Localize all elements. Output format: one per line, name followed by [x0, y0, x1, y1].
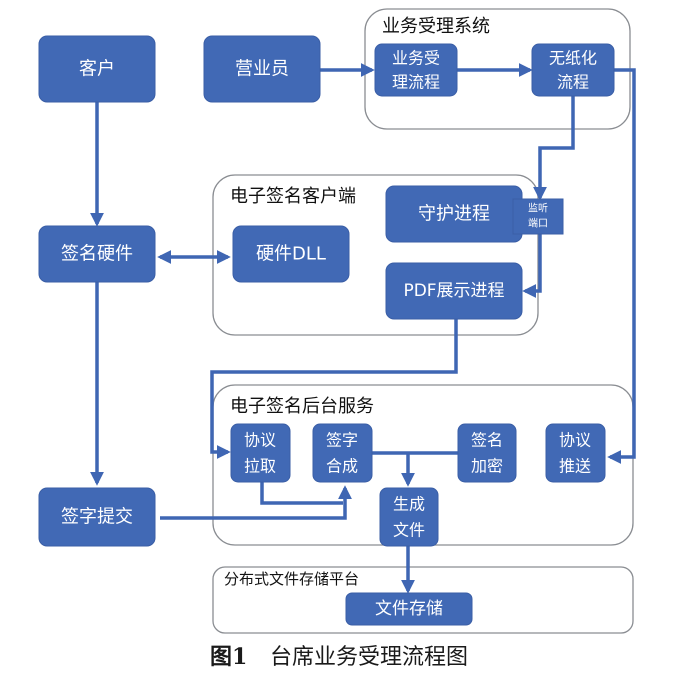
- edge-pdf-process-to-protocol-pull: [210, 318, 458, 459]
- node-label-line1: 监听: [528, 202, 548, 215]
- caption-label: 图1: [210, 644, 247, 670]
- node-label-line2: 端口: [528, 217, 548, 230]
- node-generate-file[interactable]: 生成 文件: [379, 487, 439, 547]
- node-pdf-process[interactable]: PDF展示进程: [385, 262, 523, 320]
- node-sign-encrypt[interactable]: 签名 加密: [457, 423, 517, 483]
- node-sign-compose[interactable]: 签字 合成: [312, 423, 373, 483]
- node-label-line2: 拉取: [244, 457, 276, 476]
- edges: [90, 63, 636, 594]
- node-label-line1: 协议: [244, 431, 276, 450]
- node-label: PDF展示进程: [403, 281, 504, 301]
- node-customer[interactable]: 客户: [38, 35, 156, 103]
- node-listen-port[interactable]: 监听 端口: [512, 198, 564, 235]
- node-sign-hardware[interactable]: 签名硬件: [38, 225, 156, 283]
- node-label: 硬件DLL: [256, 244, 326, 265]
- group-title-storage-platform: 分布式文件存储平台: [224, 570, 359, 588]
- node-label-line1: 协议: [559, 431, 591, 450]
- node-label-line2: 流程: [557, 73, 589, 92]
- node-label: 营业员: [235, 59, 289, 80]
- node-label-line2: 文件: [393, 521, 425, 540]
- caption-title: 台席业务受理流程图: [270, 645, 468, 670]
- node-label-line1: 无纸化: [549, 49, 597, 68]
- node-label: 客户: [79, 59, 115, 80]
- group-title-business-system: 业务受理系统: [382, 16, 490, 37]
- node-label-line1: 签字: [326, 431, 358, 450]
- node-label-line2: 合成: [326, 457, 358, 476]
- node-label-line2: 加密: [471, 457, 503, 476]
- node-protocol-pull[interactable]: 协议 拉取: [230, 423, 291, 483]
- node-protocol-push[interactable]: 协议 推送: [545, 423, 606, 483]
- edge-protocol-pull-to-sign-compose: [260, 481, 343, 505]
- node-daemon-process[interactable]: 守护进程: [385, 185, 523, 243]
- node-business-flow[interactable]: 业务受 理流程: [374, 43, 458, 97]
- node-clerk[interactable]: 营业员: [203, 35, 321, 103]
- node-file-storage[interactable]: 文件存储: [345, 592, 473, 626]
- node-label-line1: 业务受: [392, 49, 440, 68]
- edge-paperless-flow-to-protocol-push: [607, 68, 636, 464]
- node-label-line1: 生成: [393, 495, 425, 514]
- node-label-line2: 推送: [559, 457, 591, 476]
- node-label: 文件存储: [375, 599, 443, 619]
- node-label: 守护进程: [418, 204, 490, 225]
- edge-paperless-flow-to-listen-port: [533, 95, 575, 201]
- group-title-esign-client: 电子签名客户端: [230, 186, 356, 207]
- node-label-line1: 签名: [471, 431, 503, 450]
- node-label: 签名硬件: [61, 244, 133, 265]
- figure-caption: 图1 台席业务受理流程图: [210, 644, 468, 670]
- edge-listen-port-to-pdf-process: [522, 234, 542, 298]
- node-paperless-flow[interactable]: 无纸化 流程: [531, 43, 615, 97]
- edge-sign-submit-to-sign-compose: [160, 485, 352, 520]
- node-label: 签字提交: [61, 507, 133, 528]
- node-hardware-dll[interactable]: 硬件DLL: [232, 225, 350, 283]
- node-label-line2: 理流程: [392, 73, 440, 92]
- group-title-esign-backend: 电子签名后台服务: [230, 396, 374, 417]
- node-sign-submit[interactable]: 签字提交: [38, 487, 156, 547]
